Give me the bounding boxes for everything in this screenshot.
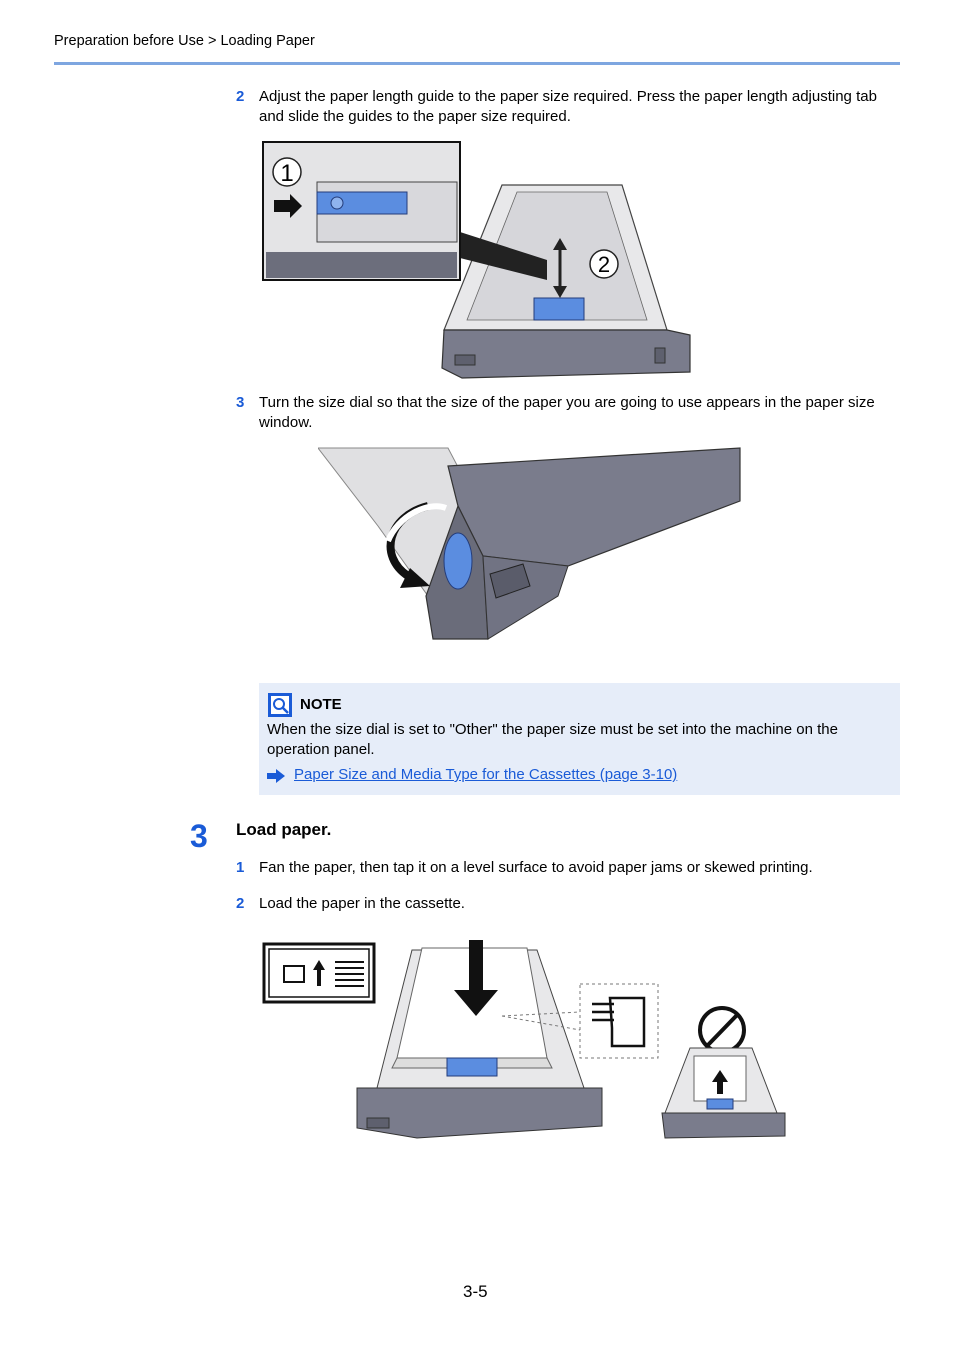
note-icon <box>268 693 292 717</box>
callout-2: 2 <box>598 252 610 277</box>
paper-size-media-type-link[interactable]: Paper Size and Media Type for the Casset… <box>294 766 678 783</box>
note-box: NOTE When the size dial is set to "Other… <box>259 683 900 795</box>
step-text: Adjust the paper length guide to the pap… <box>259 88 877 125</box>
step-number: 1 <box>236 859 245 876</box>
step-text: Load the paper in the cassette. <box>259 895 465 912</box>
paper-length-guide-figure: 2 1 <box>262 141 691 379</box>
note-body: When the size dial is set to "Other" the… <box>267 721 838 758</box>
step-number: 2 <box>236 88 245 105</box>
header-rule <box>54 62 900 65</box>
breadcrumb: Preparation before Use > Loading Paper <box>54 33 315 49</box>
size-dial-figure <box>318 447 741 640</box>
page-number: 3-5 <box>463 1282 488 1301</box>
section-number: 3 <box>190 818 208 854</box>
step-text: Turn the size dial so that the size of t… <box>259 394 875 431</box>
step-text: Fan the paper, then tap it on a level su… <box>259 859 813 876</box>
load-paper-figure <box>262 940 786 1139</box>
section-title: Load paper. <box>236 820 332 839</box>
note-title: NOTE <box>300 696 342 713</box>
step-number: 3 <box>236 394 245 411</box>
step-number: 2 <box>236 895 245 912</box>
callout-1: 1 <box>280 160 293 187</box>
arrow-right-icon <box>267 769 285 783</box>
